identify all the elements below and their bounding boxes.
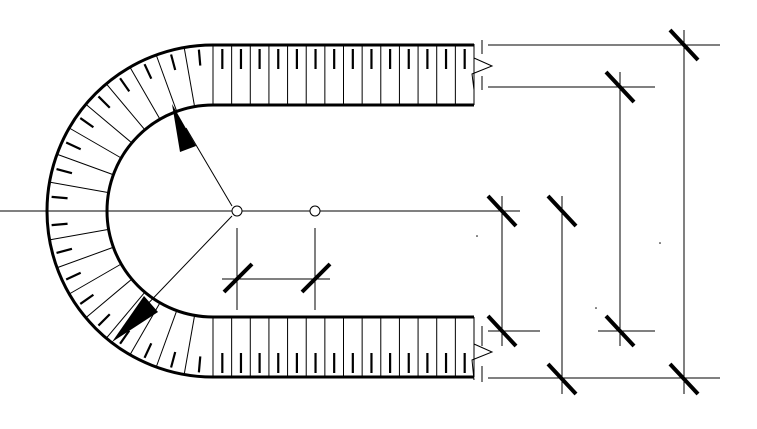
segment-tick: [97, 95, 111, 109]
segment-tick: [97, 313, 111, 327]
dot-marker: [595, 307, 597, 309]
radius-leader-lower: [112, 215, 233, 342]
bottom-straight-band: [212, 315, 475, 379]
dot-marker: [476, 235, 478, 237]
segment-joint: [155, 310, 178, 368]
dimension-half-outer: [546, 194, 578, 396]
segment-joint: [56, 153, 114, 176]
top-straight-band: [212, 43, 475, 107]
segment-joint: [155, 54, 178, 112]
segment-joint: [183, 47, 196, 107]
break-line-top: [471, 44, 494, 91]
segment-tick: [56, 168, 73, 175]
segment-joint: [68, 263, 122, 295]
segment-tick: [119, 329, 131, 345]
break-line-bottom: [471, 322, 494, 381]
segment-tick: [197, 49, 202, 66]
center-point-left: [231, 205, 243, 217]
inner-arc: [105, 103, 214, 319]
segment-joint: [85, 278, 133, 319]
segment-joint: [56, 246, 114, 269]
segment-tick: [65, 271, 82, 281]
segment-tick: [51, 195, 68, 200]
segment-joint: [183, 315, 196, 375]
segment-tick: [197, 356, 202, 373]
segment-tick: [143, 342, 153, 359]
segment-joint: [85, 103, 133, 144]
segment-tick: [170, 54, 177, 71]
segment-joint: [129, 66, 161, 120]
dot-marker: [659, 242, 661, 244]
segment-tick: [65, 141, 82, 151]
segment-tick: [143, 63, 153, 80]
radius-leader-upper: [172, 104, 233, 207]
segment-joint: [105, 291, 146, 339]
segment-joint: [49, 228, 109, 241]
center-point-right: [309, 205, 321, 217]
segment-tick: [119, 77, 131, 93]
dimension-center-offset: [222, 228, 332, 310]
segment-tick: [79, 117, 95, 129]
dimension-inner-width: [604, 70, 636, 348]
dimension-half-inner: [486, 194, 518, 348]
segment-tick: [79, 293, 95, 305]
segment-tick: [51, 222, 68, 227]
dimension-outer-width: [668, 28, 700, 396]
segment-joint: [105, 83, 146, 131]
segment-joint: [68, 127, 122, 159]
segment-tick: [56, 247, 73, 254]
segment-tick: [170, 351, 177, 368]
segment-joint: [49, 181, 109, 194]
